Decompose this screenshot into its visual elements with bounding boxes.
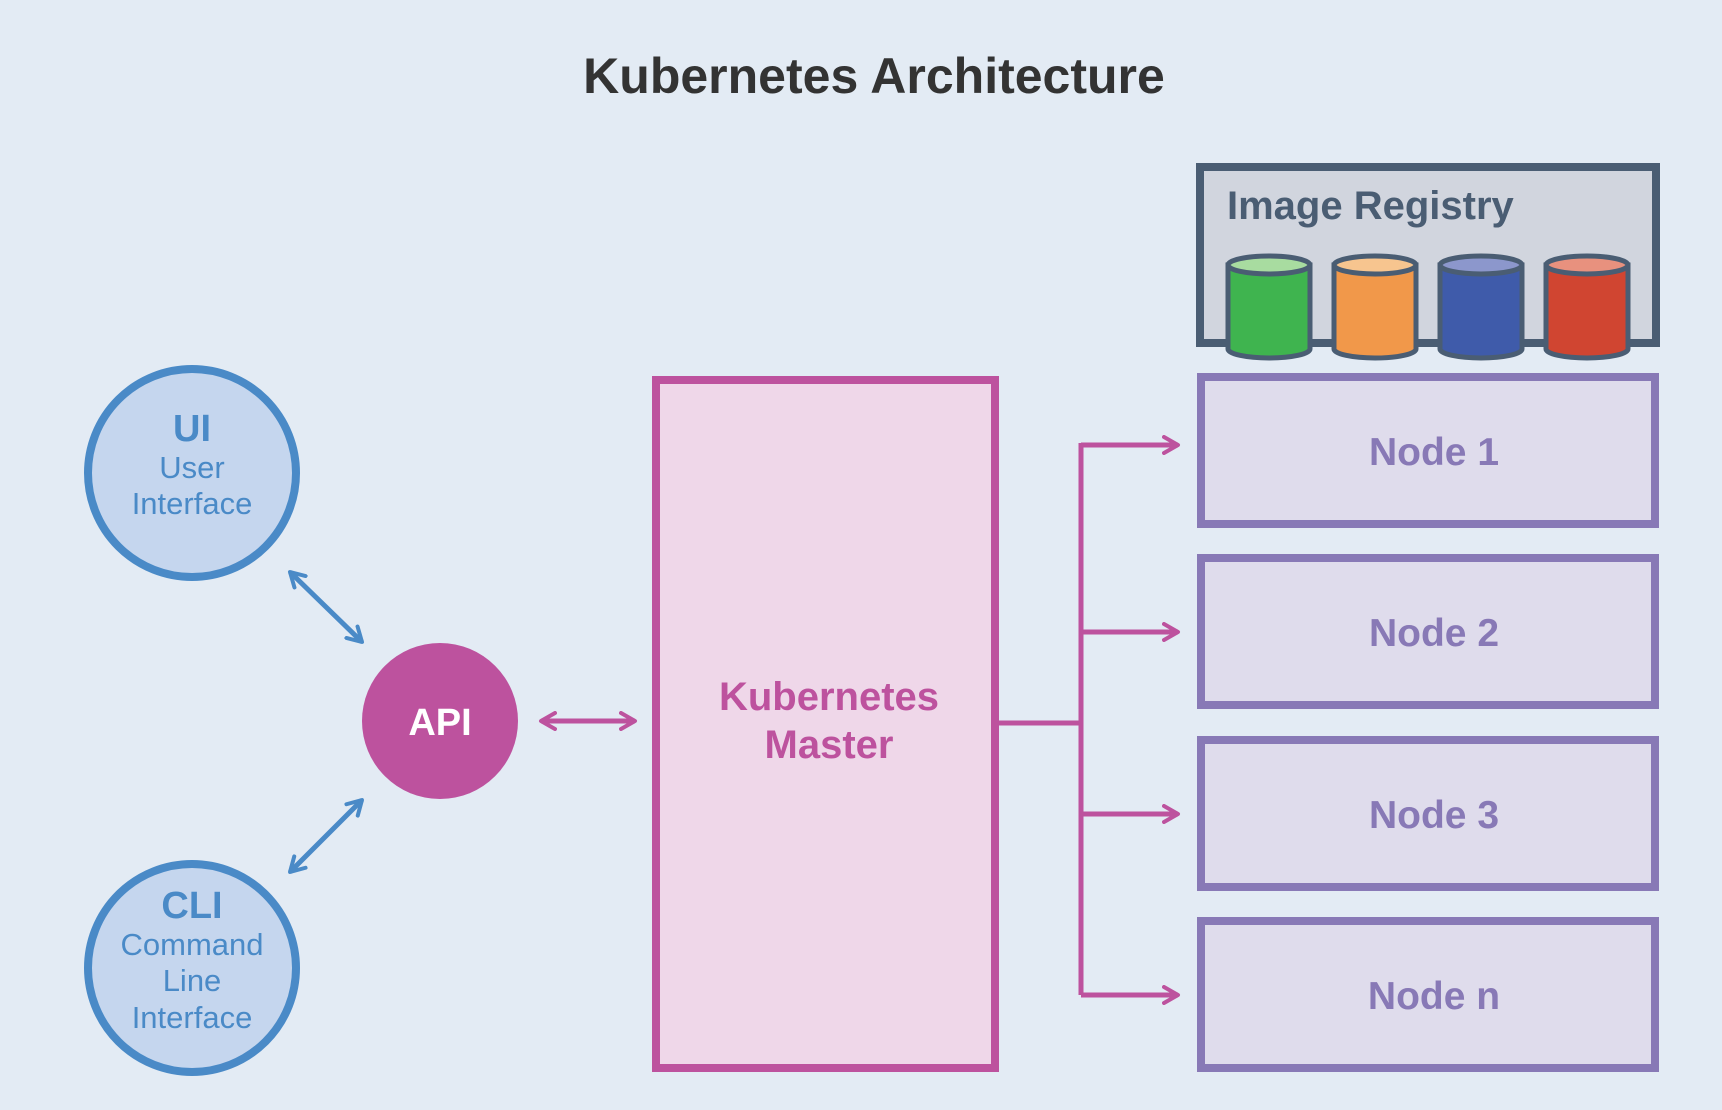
ui-circle: UI User Interface [84,365,300,581]
cli-circle: CLI Command Line Interface [84,860,300,1076]
kubernetes-master-box: Kubernetes Master [652,376,999,1072]
node-box-1: Node 1 [1197,373,1659,528]
ui-abbr-label: UI [173,408,211,450]
cli-line3-label: Interface [132,1000,253,1035]
registry-label: Image Registry [1227,184,1515,228]
registry-image-2 [1331,253,1419,361]
node-box-n: Node n [1197,917,1659,1072]
node-3-label: Node 3 [1369,794,1499,837]
node-box-2: Node 2 [1197,554,1659,709]
node-box-3: Node 3 [1197,736,1659,891]
api-circle: API [362,643,518,799]
ui-api-arrow [288,570,364,644]
image-registry-box: Image Registry [1196,163,1660,361]
diagram-title: Kubernetes Architecture [583,48,1165,104]
registry-image-3 [1437,253,1525,361]
node-2-label: Node 2 [1369,612,1499,655]
ui-line2-label: Interface [132,486,253,521]
registry-image-4 [1543,253,1631,361]
registry-images [1225,253,1631,361]
cli-line2-label: Line [163,963,222,998]
node-n-label: Node n [1368,975,1500,1018]
master-node-connectors [997,435,1180,1005]
cli-line1-label: Command [121,927,264,962]
cli-api-arrow [288,798,364,874]
master-line1-label: Kubernetes [719,675,939,719]
master-line2-label: Master [765,723,894,767]
registry-image-1 [1225,253,1313,361]
node-1-label: Node 1 [1369,431,1499,474]
api-label: API [408,702,471,744]
cli-abbr-label: CLI [161,885,222,927]
ui-line1-label: User [159,450,224,485]
